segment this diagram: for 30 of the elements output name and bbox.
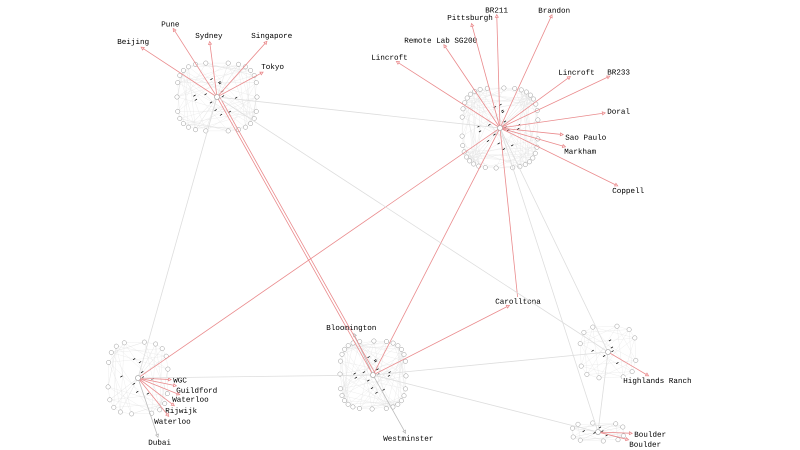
- connector-line: [140, 379, 175, 406]
- connector-line: [140, 378, 180, 396]
- connector-line: [375, 352, 606, 376]
- connector-line: [140, 374, 371, 378]
- connector-line: [502, 128, 618, 186]
- network-node: [605, 349, 611, 355]
- connector-line: [598, 354, 608, 430]
- connector-line: [374, 130, 500, 373]
- network-node: [595, 429, 601, 435]
- network-node: [135, 375, 141, 381]
- connector-line: [138, 380, 159, 438]
- connector-line: [500, 14, 553, 126]
- connector-line: [500, 130, 608, 350]
- connector-line: [502, 128, 564, 136]
- connector-line: [600, 431, 633, 436]
- connector-line: [218, 98, 606, 351]
- connector-line: [443, 44, 499, 126]
- connector-line: [140, 129, 498, 377]
- connector-line: [219, 96, 498, 128]
- connector-line: [502, 111, 606, 128]
- connector-line: [138, 99, 217, 376]
- network-node: [370, 372, 376, 378]
- connector-line: [502, 76, 571, 127]
- network-node: [214, 94, 220, 100]
- connector-line: [500, 130, 518, 298]
- connector-line: [374, 377, 406, 434]
- connector-line: [500, 130, 598, 430]
- connector-line: [375, 375, 596, 432]
- connector-line: [139, 380, 170, 417]
- network-node: [497, 125, 503, 131]
